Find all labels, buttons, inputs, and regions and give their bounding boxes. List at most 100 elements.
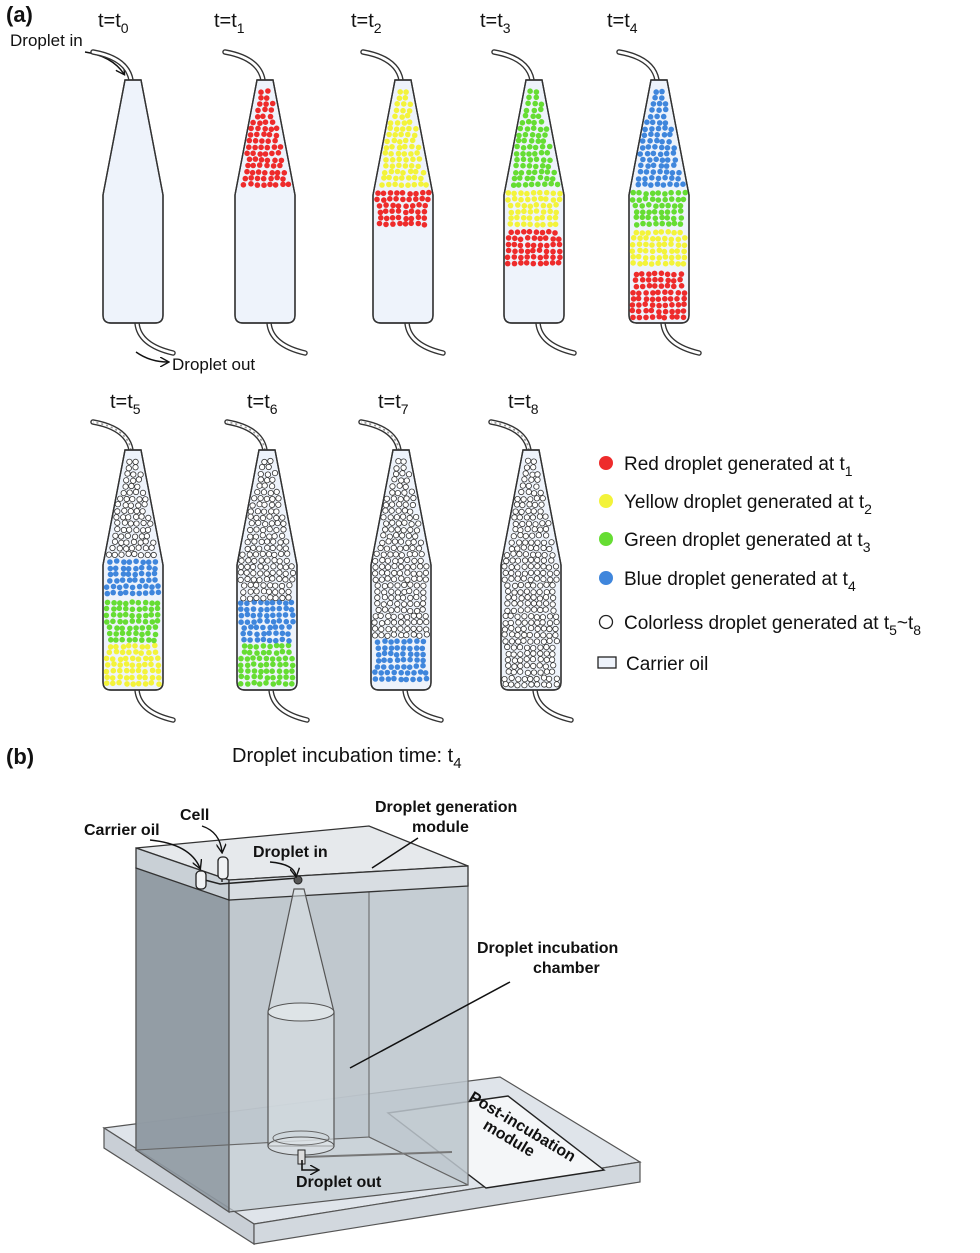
droplet-blue — [129, 590, 136, 597]
droplet-green — [532, 144, 539, 151]
droplet-colorless — [542, 513, 549, 520]
droplet-colorless — [374, 594, 381, 601]
droplet-colorless — [540, 625, 548, 632]
droplet-colorless — [520, 625, 527, 633]
droplet-blue — [394, 645, 401, 651]
droplet-colorless — [145, 514, 152, 522]
droplet-red — [268, 126, 275, 133]
droplet-blue — [393, 652, 400, 658]
droplet-colorless — [406, 551, 413, 558]
droplet-red — [262, 126, 269, 132]
droplet-blue — [133, 558, 139, 565]
droplet-green — [119, 630, 126, 636]
droplet-colorless — [260, 582, 267, 589]
droplet-colorless — [133, 507, 140, 515]
droplet-red — [537, 235, 543, 242]
droplet-green — [542, 132, 548, 138]
droplet-yellow — [126, 649, 132, 656]
droplet-red — [504, 254, 511, 261]
droplet-yellow — [402, 95, 409, 101]
droplet-blue — [283, 618, 290, 625]
droplet-green — [110, 618, 116, 625]
droplet-blue — [152, 566, 158, 572]
droplet-colorless — [394, 526, 401, 533]
droplet-colorless — [514, 626, 522, 633]
droplet-colorless — [390, 544, 397, 552]
droplet-colorless — [120, 526, 128, 534]
droplet-colorless — [540, 557, 548, 564]
droplet-colorless — [253, 526, 260, 533]
droplet-colorless — [113, 514, 120, 521]
droplet-blue — [286, 638, 292, 644]
droplet-colorless — [400, 527, 407, 534]
droplet-blue — [107, 559, 113, 565]
droplet-colorless — [105, 551, 113, 558]
droplet-yellow — [668, 236, 675, 243]
droplet-colorless — [537, 669, 544, 676]
droplet-colorless — [416, 563, 424, 570]
droplet-red — [377, 209, 384, 216]
droplet-colorless — [535, 551, 542, 558]
droplet-blue — [136, 590, 142, 597]
droplet-green — [135, 618, 142, 624]
droplet-blue — [254, 631, 260, 638]
droplet-colorless — [127, 520, 134, 527]
droplet-blue — [410, 676, 416, 683]
droplet-blue — [675, 176, 681, 182]
droplet-green — [149, 619, 156, 625]
droplet-green — [659, 214, 665, 221]
droplet-green — [117, 600, 123, 606]
droplet-green — [524, 126, 531, 132]
droplet-colorless — [394, 489, 401, 497]
droplet-blue — [110, 583, 117, 590]
droplet-colorless — [524, 457, 532, 464]
droplet-colorless — [135, 544, 142, 551]
legend-blue-swatch — [599, 571, 613, 585]
droplet-colorless — [393, 465, 400, 472]
droplet-blue — [290, 612, 296, 618]
droplet-red — [649, 302, 656, 308]
droplet-blue — [257, 618, 263, 624]
droplet-green — [659, 202, 665, 209]
droplet-red — [677, 276, 683, 283]
droplet-green — [649, 196, 656, 202]
droplet-green — [527, 157, 534, 163]
droplet-colorless — [510, 533, 517, 540]
droplet-blue — [420, 638, 427, 645]
droplet-red — [261, 131, 267, 137]
droplet-green — [251, 673, 257, 680]
droplet-colorless — [403, 631, 410, 639]
droplet-blue — [269, 599, 276, 606]
droplet-colorless — [141, 501, 148, 508]
droplet-colorless — [548, 557, 555, 564]
droplet-colorless — [135, 476, 142, 483]
droplet-red — [390, 221, 396, 227]
droplet-colorless — [250, 576, 257, 583]
droplet-colorless — [553, 569, 560, 577]
droplet-green — [263, 661, 270, 668]
droplet-green — [525, 118, 532, 125]
droplet-yellow — [552, 221, 559, 228]
droplet-colorless — [386, 600, 394, 607]
droplet-colorless — [539, 619, 546, 626]
droplet-colorless — [545, 675, 553, 683]
droplet-red — [518, 254, 524, 261]
generation-module — [135, 825, 469, 901]
droplet-yellow — [142, 674, 148, 681]
droplet-colorless — [549, 644, 556, 651]
droplet-yellow — [681, 242, 688, 249]
droplet-colorless — [546, 625, 553, 633]
droplet-blue — [288, 606, 295, 613]
droplet-red — [268, 175, 274, 182]
droplet-colorless — [289, 576, 296, 583]
droplet-red — [273, 125, 280, 132]
droplet-blue — [270, 606, 276, 612]
droplet-blue — [659, 95, 665, 101]
droplet-blue — [652, 94, 658, 101]
droplet-colorless — [384, 564, 392, 571]
droplet-colorless — [391, 563, 398, 570]
droplet-yellow — [400, 107, 406, 114]
droplet-blue — [414, 651, 420, 658]
droplet-colorless — [239, 551, 246, 558]
droplet-colorless — [423, 618, 430, 626]
